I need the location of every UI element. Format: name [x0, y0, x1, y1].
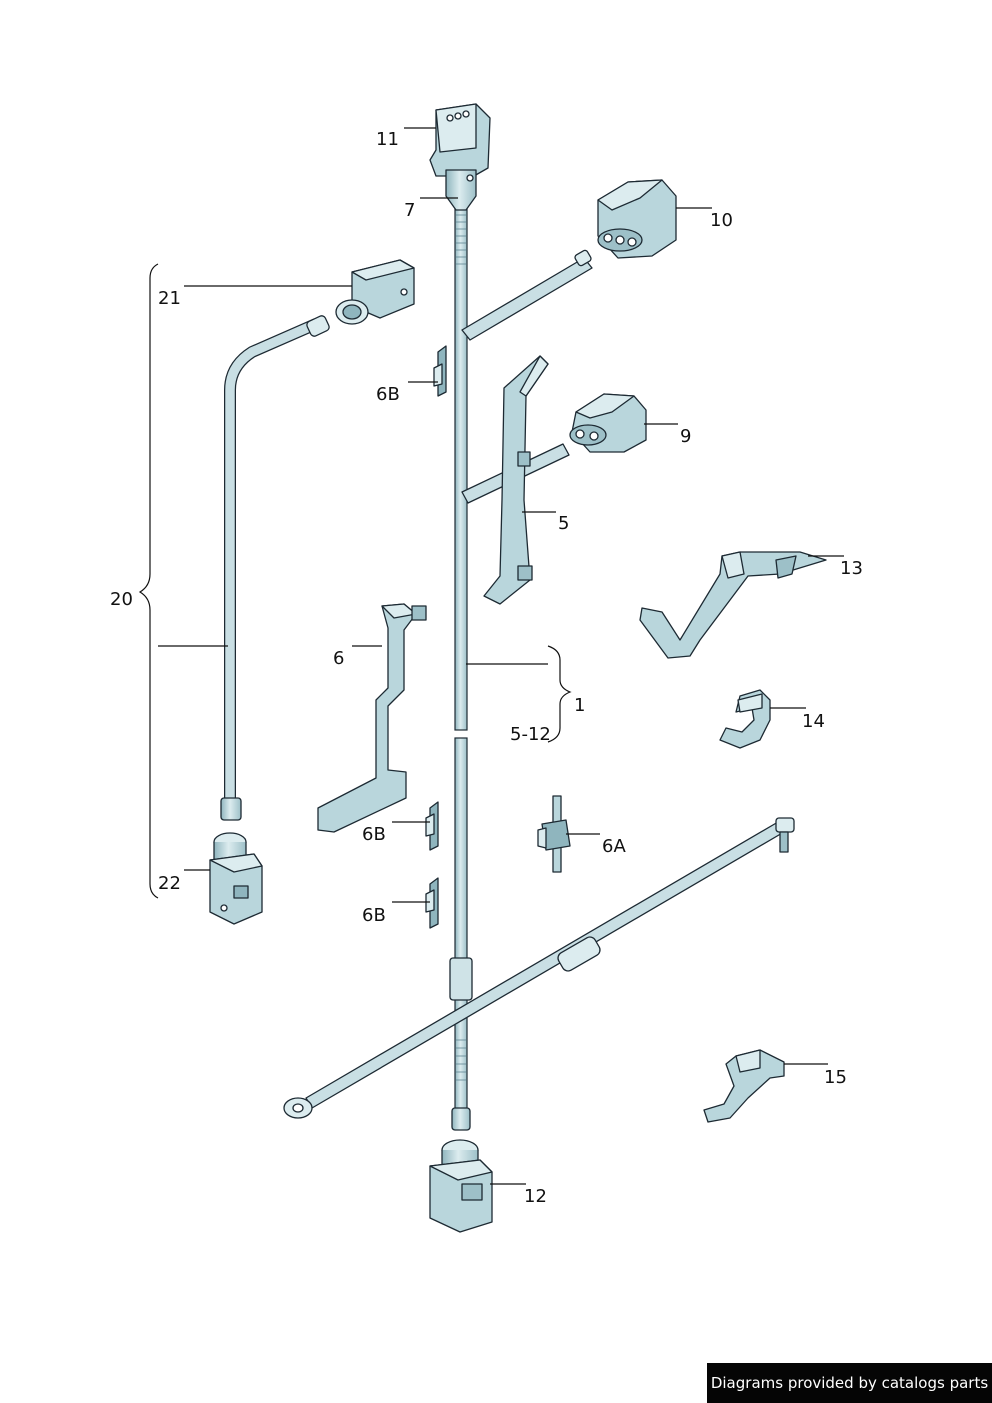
clip-6b-upper — [433, 345, 447, 397]
label-10: 10 — [710, 210, 733, 231]
position-labels: 11 7 10 21 6B 9 5 13 20 6 1 14 5-12 6B 6… — [110, 129, 863, 1207]
label-7: 7 — [404, 200, 415, 221]
bracket-5 — [483, 355, 549, 605]
bracket-6 — [317, 603, 427, 833]
clip-6b-lower — [425, 877, 439, 929]
label-14: 14 — [802, 711, 825, 732]
label-1: 1 — [574, 695, 585, 716]
label-9: 9 — [680, 426, 691, 447]
connector-9 — [569, 393, 647, 453]
leader-lines — [158, 127, 844, 1185]
clip-15 — [703, 1049, 785, 1123]
clip-13 — [639, 551, 827, 659]
label-20: 20 — [110, 589, 133, 610]
label-6b-upper: 6B — [376, 384, 400, 405]
branch-upper-right — [461, 249, 593, 341]
label-15: 15 — [824, 1067, 847, 1088]
credit-banner: Diagrams provided by catalogs parts — [707, 1363, 992, 1403]
label-5: 5 — [558, 513, 569, 534]
connector-21 — [335, 259, 415, 325]
cable-20 — [220, 315, 330, 821]
label-6b-middle: 6B — [362, 824, 386, 845]
brace-1 — [547, 645, 572, 743]
label-22: 22 — [158, 873, 181, 894]
connector-11 — [429, 103, 491, 211]
label-21: 21 — [158, 288, 181, 309]
label-12: 12 — [524, 1186, 547, 1207]
connector-12 — [429, 1139, 493, 1233]
label-11: 11 — [376, 129, 399, 150]
label-6: 6 — [333, 648, 344, 669]
brace-20 — [138, 263, 159, 899]
label-5-12: 5-12 — [510, 724, 551, 745]
label-13: 13 — [840, 558, 863, 579]
connector-10 — [597, 179, 677, 259]
connector-22 — [209, 832, 263, 925]
label-6a: 6A — [602, 836, 626, 857]
clip-14 — [719, 689, 771, 749]
main-harness — [449, 204, 473, 1131]
clip-6b-middle — [425, 801, 439, 851]
clip-6a — [537, 795, 571, 873]
ground-strap — [283, 817, 795, 1119]
label-6b-lower: 6B — [362, 905, 386, 926]
